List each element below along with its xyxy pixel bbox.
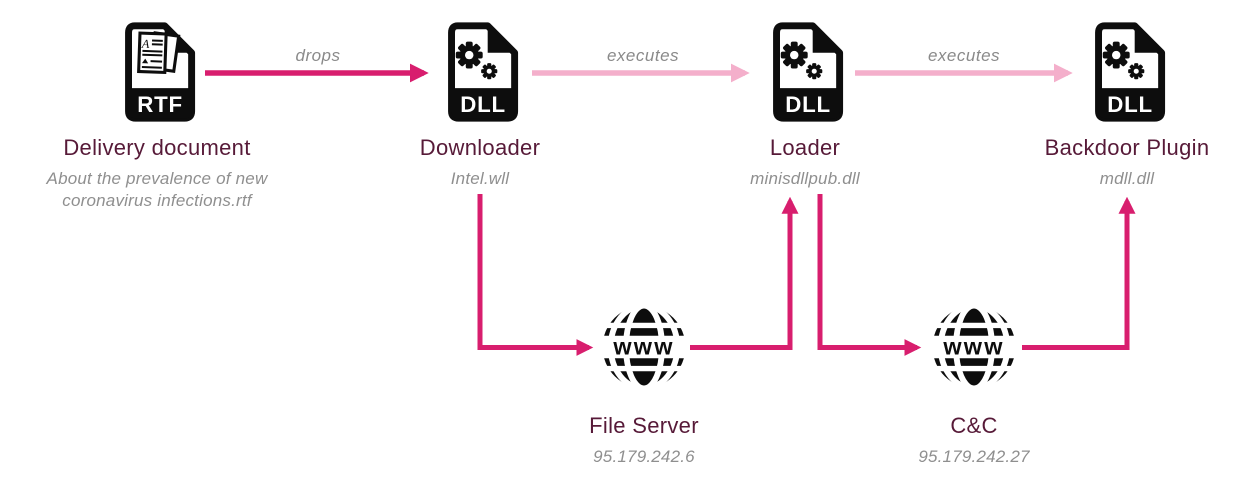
rtf-badge-text: RTF [137,92,183,117]
dll-file-icon: DLL [1095,22,1166,122]
dll-file-icon: DLL [773,22,844,122]
www-badge-text: www [612,334,674,360]
dll-badge-text: DLL [460,92,506,117]
node-cc-server: www C&C 95.179.242.27 [814,302,1134,468]
node-subtitle: mdll.dll [1099,169,1155,188]
edge-label-drops: drops [295,46,341,65]
node-downloader: DLL Downloader Intel.wll [320,22,640,190]
node-delivery-document: A RTF Delivery document About the preval… [0,22,317,213]
edge-loader-to-cc-arrow [817,194,922,357]
www-globe-icon: www [929,302,1019,392]
dll-badge-text: DLL [1107,92,1153,117]
node-title: File Server [589,413,699,438]
node-backdoor-plugin: DLL Backdoor Plugin mdll.dll [967,22,1245,190]
node-loader: DLL Loader minisdllpub.dll [645,22,965,190]
node-subtitle: Intel.wll [450,169,510,188]
node-subtitle: minisdllpub.dll [750,169,860,188]
www-globe-icon: www [599,302,689,392]
edge-label-executes-2: executes [927,46,1001,65]
node-title: Downloader [419,135,541,160]
node-title: Loader [769,135,841,160]
dll-file-icon: DLL [448,22,519,122]
node-title: C&C [950,413,998,438]
edge-fileserver-to-loader-arrow [690,196,799,350]
node-subtitle: 95.179.242.6 [593,447,695,466]
node-title: Backdoor Plugin [1044,135,1210,160]
node-title: Delivery document [63,135,251,160]
svg-text:A: A [141,37,150,51]
node-subtitle: About the prevalence of new coronavirus … [46,169,268,211]
www-badge-text: www [942,334,1004,360]
edge-cc-to-backdoor-arrow [1022,196,1136,350]
edge-label-executes-1: executes [606,46,680,65]
node-file-server: www File Server 95.179.242.6 [484,302,804,468]
dll-badge-text: DLL [785,92,831,117]
edge-downloader-to-fileserver-arrow [477,194,594,357]
rtf-file-icon: A RTF [125,22,196,122]
node-subtitle: 95.179.242.27 [918,447,1030,466]
